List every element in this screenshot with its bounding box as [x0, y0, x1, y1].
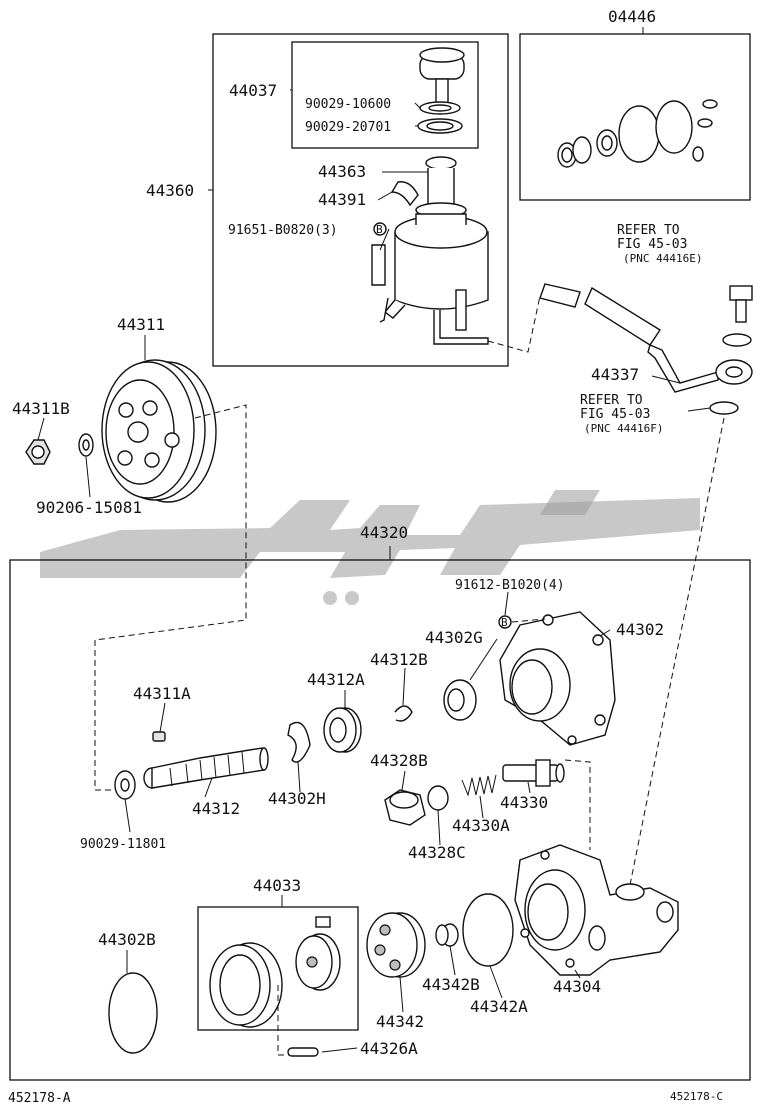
seal-kit-box — [519, 33, 751, 201]
o-ring-small — [427, 785, 449, 811]
label-44037: 44037 — [229, 81, 277, 100]
refer-bot-line1: REFER TO — [580, 393, 643, 408]
pulley-nut — [25, 439, 51, 465]
label-44302g: 44302G — [425, 628, 483, 647]
large-o-ring — [108, 972, 158, 1054]
pump-assembly-box — [9, 559, 751, 1081]
refer-top-line1: REFER TO — [617, 223, 680, 238]
flow-valve — [502, 759, 565, 787]
circled-marker-b: B — [501, 616, 508, 629]
label-44033: 44033 — [253, 876, 301, 895]
footer-left-code: 452178-A — [8, 1091, 71, 1106]
label-44391: 44391 — [318, 190, 366, 209]
refer-bot-line2: FIG 45-03 — [580, 407, 650, 422]
circlip — [287, 721, 311, 763]
shaft-washer — [114, 770, 136, 800]
circled-marker-1-text: B — [376, 223, 383, 236]
pressure-pipe — [647, 344, 753, 415]
label-44342a: 44342A — [470, 997, 528, 1016]
refer-top-line3: (PNC 44416E) — [623, 252, 702, 265]
seal-kit-parts — [557, 99, 718, 168]
label-44311b: 44311B — [12, 399, 70, 418]
label-90029-20701: 90029-20701 — [305, 120, 391, 135]
footer-right-code: 452178-C — [670, 1090, 723, 1103]
bolt-marker — [498, 615, 512, 629]
label-44363: 44363 — [318, 162, 366, 181]
label-90029-11801: 90029-11801 — [80, 837, 166, 852]
front-housing — [499, 611, 616, 746]
circled-marker-1 — [373, 222, 387, 236]
body-o-ring — [462, 893, 514, 967]
label-44330: 44330 — [500, 793, 548, 812]
label-44302h: 44302H — [268, 789, 326, 808]
label-44328b: 44328B — [370, 751, 428, 770]
label-44326a: 44326A — [360, 1039, 418, 1058]
pulley — [101, 359, 217, 503]
label-44302: 44302 — [616, 620, 664, 639]
label-44320: 44320 — [360, 523, 408, 542]
cartridge-parts — [209, 916, 341, 1028]
label-44328c: 44328C — [408, 843, 466, 862]
pulley-washer — [78, 433, 94, 457]
label-44337: 44337 — [591, 365, 639, 384]
reservoir-cap — [417, 47, 465, 134]
refer-bot-line3: (PNC 44416F) — [584, 422, 663, 435]
pin — [287, 1047, 319, 1057]
label-44311a: 44311A — [133, 684, 191, 703]
woodruff-key — [152, 731, 166, 742]
drive-shaft — [143, 747, 269, 789]
label-90029-10600: 90029-10600 — [305, 97, 391, 112]
plug — [384, 789, 426, 826]
union-bolt — [722, 285, 753, 347]
watermark-logo — [40, 490, 700, 605]
label-44330a: 44330A — [452, 816, 510, 835]
label-91651-b0820: 91651-B0820(3) — [228, 223, 338, 238]
leader-lines — [37, 27, 711, 1053]
reservoir-cap-subbox — [291, 41, 479, 149]
refer-top-line2: FIG 45-03 — [617, 237, 687, 252]
cam-ring — [366, 912, 426, 978]
label-91612-b1020: 91612-B1020(4) — [455, 578, 565, 593]
label-44304: 44304 — [553, 977, 601, 996]
label-04446: 04446 — [608, 7, 656, 26]
label-44312: 44312 — [192, 799, 240, 818]
label-90206-15081: 90206-15081 — [36, 498, 142, 517]
label-44312a: 44312A — [307, 670, 365, 689]
label-44342: 44342 — [376, 1012, 424, 1031]
label-44360: 44360 — [146, 181, 194, 200]
dowel-pin — [435, 923, 459, 947]
reservoir-assembly-box — [212, 33, 509, 367]
oil-seal — [443, 679, 477, 721]
snap-ring — [394, 705, 413, 722]
bearing — [323, 707, 362, 753]
label-44311: 44311 — [117, 315, 165, 334]
label-44302b: 44302B — [98, 930, 156, 949]
hose — [539, 283, 661, 346]
pump-body — [514, 844, 679, 976]
label-44342b: 44342B — [422, 975, 480, 994]
label-44312b: 44312B — [370, 650, 428, 669]
reservoir-tank — [371, 156, 489, 345]
spring — [461, 774, 497, 797]
